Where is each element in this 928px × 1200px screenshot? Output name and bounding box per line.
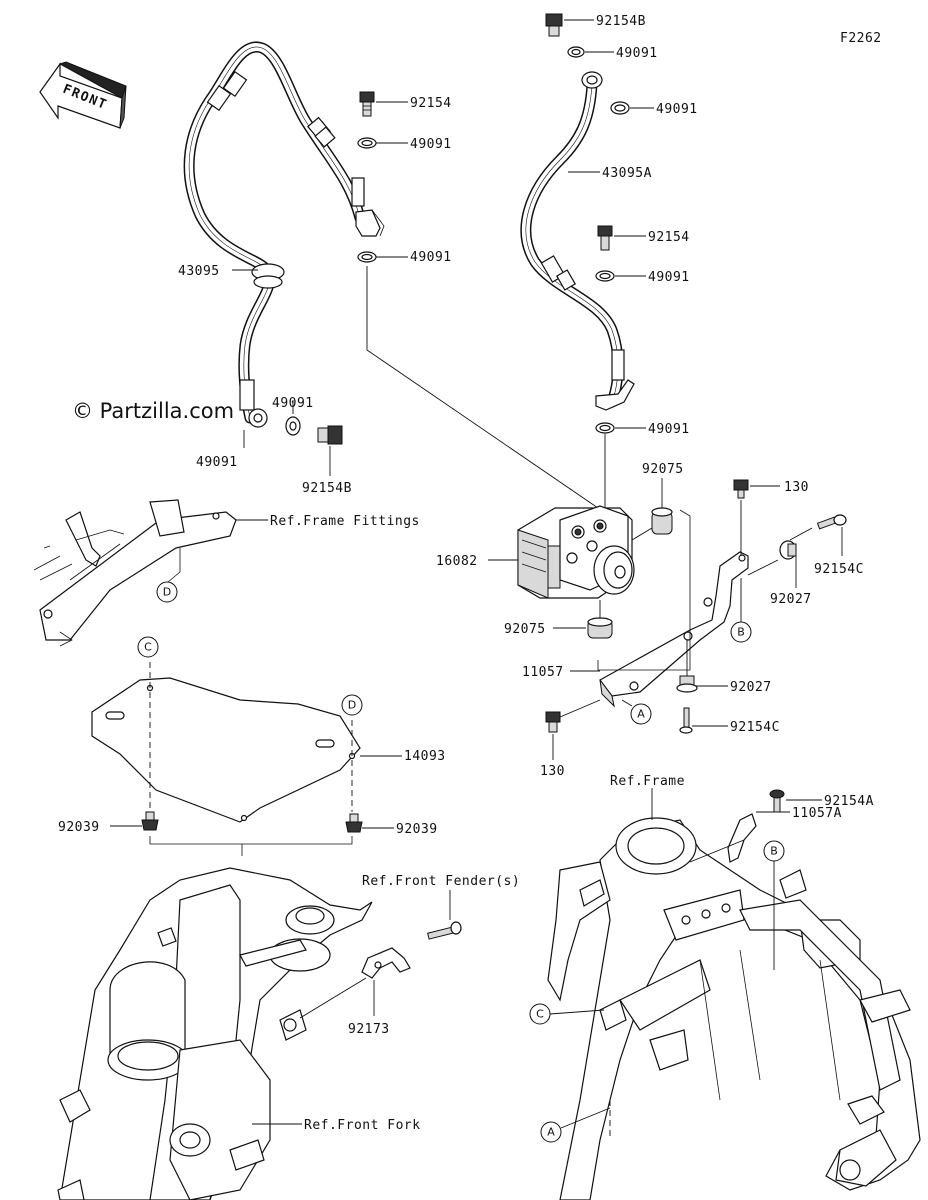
label-49091-r1: 49091 — [656, 102, 698, 117]
clamp-92173 — [361, 947, 411, 979]
callout-D-frame-fittings: D — [163, 586, 171, 599]
label-92154-right: 92154 — [648, 230, 690, 245]
clip-92039-left — [141, 811, 159, 831]
front-arrow-icon: FRONT — [39, 61, 127, 129]
label-130-bottom: 130 — [540, 764, 565, 779]
label-92027-right: 92027 — [770, 592, 812, 607]
callout-A-frame: A — [547, 1126, 555, 1139]
label-92173: 92173 — [348, 1022, 390, 1037]
label-92154B-top: 92154B — [596, 14, 646, 29]
figure-code: F2262 — [840, 31, 882, 46]
bolt-130-bottom — [545, 711, 561, 733]
copyright-watermark: © Partzilla.com — [72, 399, 234, 423]
label-49091-r2: 49091 — [648, 270, 690, 285]
label-49091-top: 49091 — [616, 46, 658, 61]
cover-plate-14093 — [91, 677, 361, 823]
label-92039-right: 92039 — [396, 822, 438, 837]
label-43095A: 43095A — [602, 166, 652, 181]
callout-D-cover: D — [348, 699, 356, 712]
collar-92027-bottom — [676, 675, 698, 693]
banjo-bolt-92154-left — [359, 91, 375, 117]
label-92154C-bottom: 92154C — [730, 720, 780, 735]
label-92075-bottom: 92075 — [504, 622, 546, 637]
label-49091-l1: 49091 — [410, 137, 452, 152]
label-11057A: 11057A — [792, 806, 842, 821]
frame-assembly — [547, 817, 921, 1200]
label-92154C-right: 92154C — [814, 562, 864, 577]
frame-fittings-bracket — [33, 499, 237, 647]
label-11057: 11057 — [522, 665, 564, 680]
label-49091-l3: 49091 — [272, 396, 314, 411]
label-92075-top: 92075 — [642, 462, 684, 477]
label-92154-left: 92154 — [410, 96, 452, 111]
ref-front-fork: Ref.Front Fork — [304, 1118, 421, 1133]
callout-B-frame: B — [770, 845, 778, 858]
ref-front-fender: Ref.Front Fender(s) — [362, 874, 520, 889]
ref-frame: Ref.Frame — [610, 774, 685, 789]
callout-C-frame: C — [536, 1008, 544, 1021]
label-92154B-left: 92154B — [302, 481, 352, 496]
screw-92154C-bottom — [679, 707, 693, 734]
grommet-92075-top — [651, 507, 673, 535]
label-49091-r3: 49091 — [648, 422, 690, 437]
clip-92039-right — [345, 813, 363, 833]
fender-bolt — [427, 921, 462, 940]
callout-A-bracket: A — [637, 708, 645, 721]
grommet-92075-bottom — [587, 617, 613, 639]
collar-92027-right — [779, 540, 797, 560]
front-fork-assembly — [57, 867, 373, 1200]
label-130-top: 130 — [784, 480, 809, 495]
callout-C-cover: C — [144, 641, 152, 654]
label-49091-l2: 49091 — [410, 250, 452, 265]
bracket-11057 — [599, 551, 749, 708]
banjo-bolt-92154B-top — [545, 13, 563, 37]
bolt-130-top — [733, 479, 749, 499]
label-92027-bottom: 92027 — [730, 680, 772, 695]
callout-B-bracket: B — [737, 626, 745, 639]
label-49091-l4: 49091 — [196, 455, 238, 470]
bracket-11057A — [727, 813, 757, 863]
brake-hose-43095 — [183, 41, 385, 428]
screw-92154A — [769, 789, 785, 813]
label-43095: 43095 — [178, 264, 220, 279]
label-92039-left: 92039 — [58, 820, 100, 835]
abs-unit-16082 — [517, 505, 635, 599]
brake-hose-43095A — [520, 71, 635, 411]
screw-92154C-right — [816, 514, 847, 530]
banjo-bolt-92154-right — [597, 225, 613, 251]
label-16082: 16082 — [436, 554, 478, 569]
label-92154A: 92154A — [824, 794, 874, 809]
banjo-bolt-92154B-left — [317, 425, 343, 445]
label-14093: 14093 — [404, 749, 446, 764]
ref-frame-fittings: Ref.Frame Fittings — [270, 514, 420, 529]
